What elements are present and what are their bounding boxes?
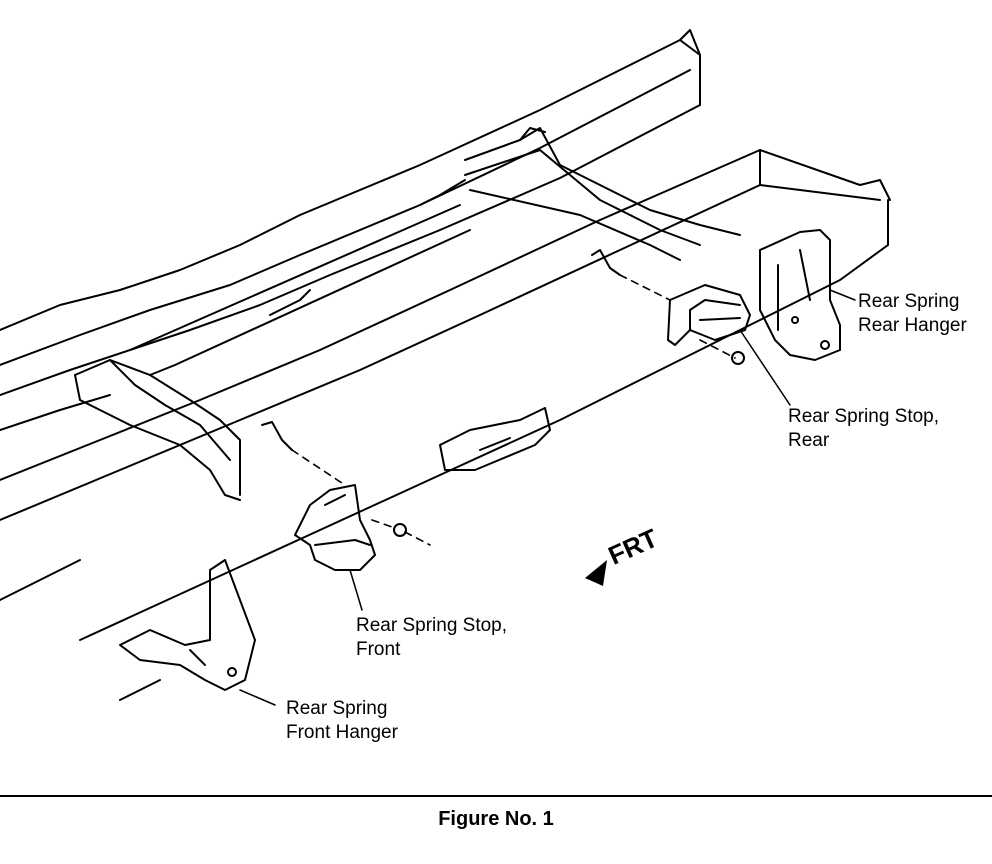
rear-hanger-part xyxy=(759,229,841,361)
label-stop-front: Rear Spring Stop, Front xyxy=(356,614,507,662)
front-hanger-part xyxy=(119,559,256,691)
label-stop-front-line1: Rear Spring Stop, xyxy=(356,615,508,636)
label-stop-front-line2: Front xyxy=(356,639,401,660)
figure-caption: Figure No. 1 xyxy=(438,808,554,830)
label-stop-rear: Rear Spring Stop, Rear xyxy=(788,405,939,453)
assembly-lines xyxy=(291,274,736,546)
front-crossmember xyxy=(74,204,471,501)
right-frame-rail xyxy=(0,149,891,701)
rear-crossmember xyxy=(419,127,741,261)
label-front-hanger: Rear Spring Front Hanger xyxy=(286,697,398,745)
label-front-hanger-line1: Rear Spring xyxy=(286,698,388,719)
caption-divider xyxy=(0,795,992,797)
left-frame-rail xyxy=(0,29,701,431)
leader-lines xyxy=(239,289,856,706)
mid-bracket xyxy=(269,289,551,471)
label-front-hanger-line2: Front Hanger xyxy=(286,722,398,743)
label-rear-hanger-line1: Rear Spring xyxy=(858,291,960,312)
label-rear-hanger-line2: Rear Hanger xyxy=(858,315,967,336)
label-rear-hanger: Rear Spring Rear Hanger xyxy=(858,290,967,338)
label-stop-rear-line1: Rear Spring Stop, xyxy=(788,406,940,427)
bolts xyxy=(261,249,621,451)
rear-stop-part xyxy=(667,284,751,365)
direction-arrow-icon xyxy=(585,560,607,586)
label-stop-rear-line2: Rear xyxy=(788,430,830,451)
front-stop-part xyxy=(294,484,407,571)
